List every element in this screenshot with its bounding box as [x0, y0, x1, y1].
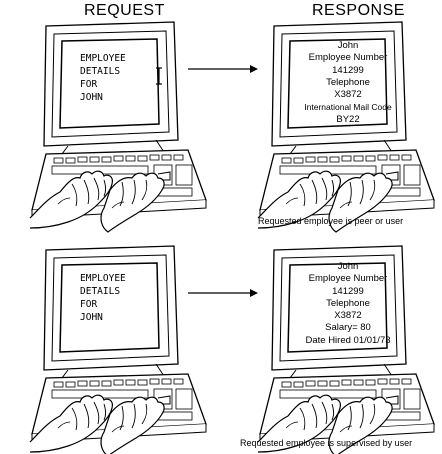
response-line: Salary= 80 — [325, 322, 371, 334]
caption-peer: Requested employee is peer or user — [258, 216, 404, 226]
request-line: EMPLOYEE — [80, 273, 126, 284]
arrow-right-icon — [188, 65, 258, 73]
response-line: Telephone — [326, 297, 370, 309]
response-line: John — [337, 40, 359, 51]
request-line: JOHN — [80, 92, 103, 103]
response-screen-1: John Employee Number 141299 Telephone X3… — [290, 40, 406, 126]
request-line: DETAILS — [80, 286, 121, 297]
response-line: 141299 — [332, 64, 364, 76]
response-line: BY22 — [336, 113, 360, 125]
response-line: Employee Number — [308, 273, 388, 285]
response-line: X3872 — [334, 310, 362, 322]
caption-supervised: Requested employee is supervised by user — [240, 438, 413, 448]
request-screen-2: EMPLOYEE DETAILS FOR JOHN — [80, 272, 126, 324]
response-line: International Mail Code — [304, 102, 392, 113]
request-line: DETAILS — [80, 66, 121, 77]
request-line: JOHN — [80, 312, 103, 323]
request-screen-1: EMPLOYEE DETAILS FOR JOHN — [80, 52, 126, 104]
arrow-right-icon — [188, 289, 258, 297]
response-line: X3872 — [334, 89, 362, 101]
request-line: FOR — [80, 79, 98, 90]
response-line: John — [337, 261, 359, 272]
response-line: Date Hired 01/01/73 — [305, 334, 391, 346]
response-line: Telephone — [326, 76, 370, 88]
request-line: FOR — [80, 299, 98, 310]
response-line: 141299 — [332, 285, 364, 297]
request-line: EMPLOYEE — [80, 53, 126, 64]
response-header: RESPONSE — [312, 2, 405, 19]
response-screen-2: John Employee Number 141299 Telephone X3… — [290, 261, 406, 347]
request-header: REQUEST — [84, 2, 165, 19]
response-line: Employee Number — [308, 52, 388, 64]
text-cursor-icon — [156, 67, 162, 85]
